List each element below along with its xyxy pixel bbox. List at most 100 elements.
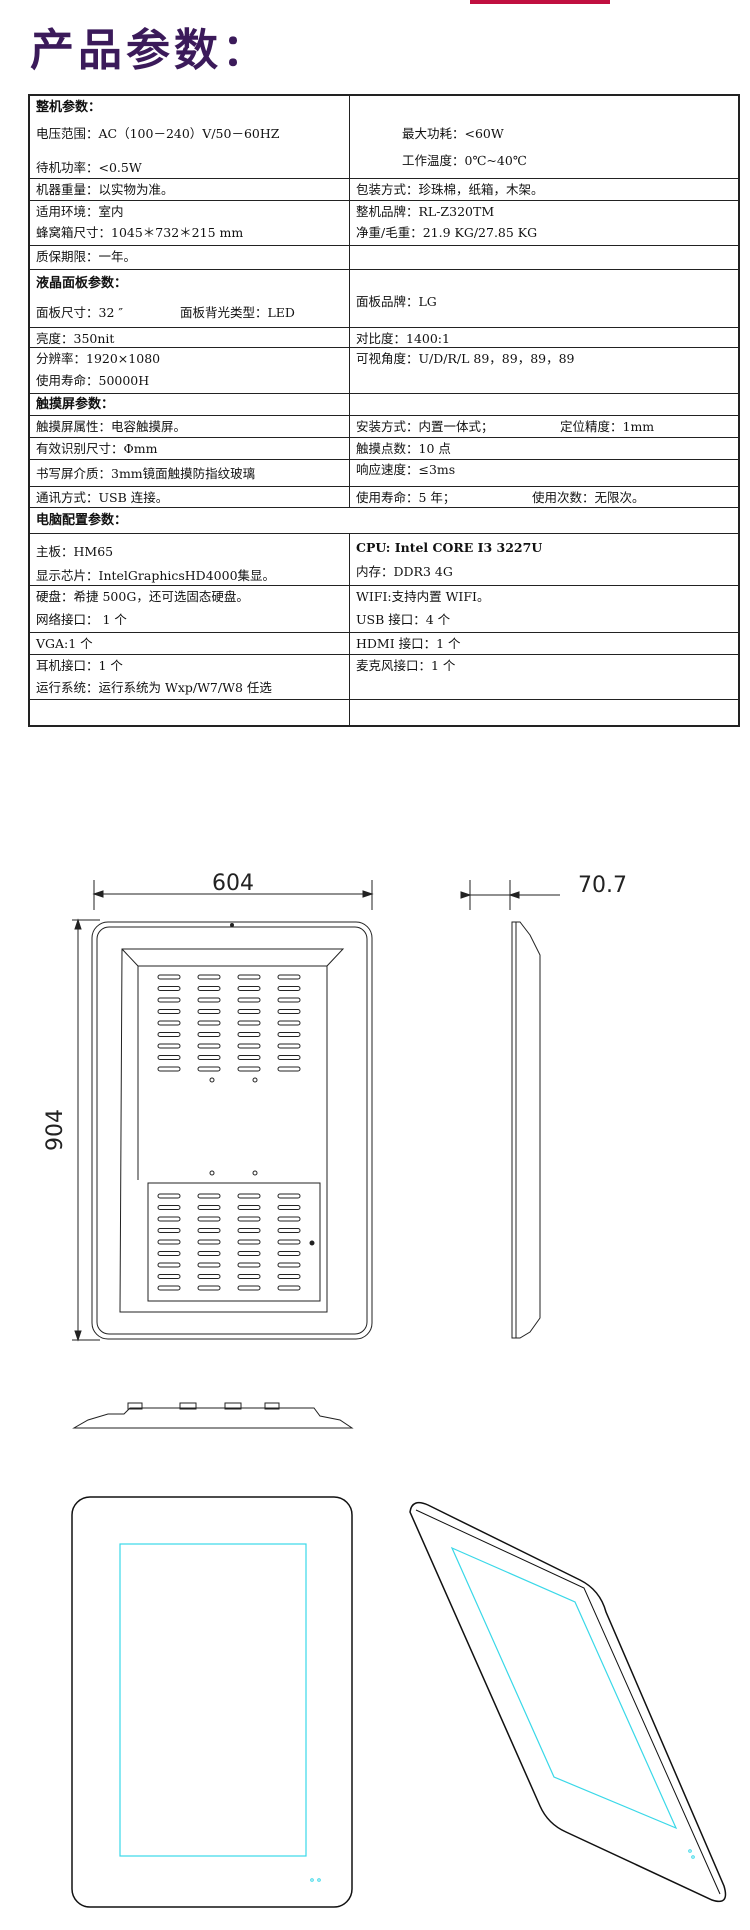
vent-slot — [237, 986, 261, 991]
vent-slot — [197, 1205, 221, 1210]
spec-cell: 耳机接口：1 个 运行系统：运行系统为 Wxp/W7/W8 任选 — [30, 655, 350, 699]
vent-slot — [157, 1066, 181, 1072]
spec-touch-response: 响应速度：≤3ms — [356, 462, 456, 477]
vent-slot — [197, 1066, 221, 1072]
vent-slot — [197, 997, 221, 1003]
spec-cell: 主板：HM65 显示芯片：IntelGraphicsHD4000集显。 — [30, 534, 350, 585]
spec-panel-size: 面板尺寸：32 ″ — [36, 305, 124, 320]
vent-slot — [277, 1285, 301, 1291]
vent-slot — [237, 1239, 261, 1245]
spec-row: 电脑配置参数： — [30, 508, 738, 534]
spec-pc-board: 主板：HM65 — [36, 544, 114, 559]
section-heading-touch: 触摸屏参数： — [30, 394, 350, 415]
vent-slot — [157, 1251, 181, 1256]
vent-slot — [237, 1262, 261, 1268]
spec-row: 触摸屏参数： — [30, 394, 738, 416]
spec-empty-cell — [30, 700, 350, 725]
spec-pc-cpu: CPU: Intel CORE I3 3227U — [356, 540, 543, 555]
spec-pc-mic: 麦克风接口：1 个 — [356, 658, 456, 673]
vent-slot — [197, 1193, 221, 1199]
vent-slot — [277, 1274, 301, 1279]
spec-net-gross: 净重/毛重：21.9 KG/27.85 KG — [356, 224, 538, 240]
spec-pc-os: 运行系统：运行系统为 Wxp/W7/W8 任选 — [36, 679, 272, 695]
vent-slot — [197, 1262, 221, 1268]
spec-touch-comm: 通讯方式：USB 连接。 — [30, 487, 350, 507]
spec-environment: 适用环境：室内 — [36, 204, 124, 219]
vent-slot — [277, 1262, 301, 1268]
vent-slot — [157, 986, 181, 991]
spec-max-power: 最大功耗：<60W — [402, 126, 504, 141]
vent-slot — [197, 1055, 221, 1060]
vent-slot — [157, 1193, 181, 1199]
spec-standby-power: 待机功率：<0.5W — [36, 160, 142, 175]
vent-slot — [157, 997, 181, 1003]
vent-slot — [197, 1239, 221, 1245]
spec-row-lcd-1: 液晶面板参数： 面板尺寸：32 ″ 面板背光类型：LED 面板品牌：LG — [30, 270, 738, 328]
spec-row: 耳机接口：1 个 运行系统：运行系统为 Wxp/W7/W8 任选 麦克风接口：1… — [30, 655, 738, 700]
spec-row: 机器重量：以实物为准。 包装方式：珍珠棉，纸箱，木架。 — [30, 179, 738, 201]
vent-slot — [197, 1228, 221, 1233]
spec-packing: 包装方式：珍珠棉，纸箱，木架。 — [356, 182, 544, 197]
spec-panel-brand: 面板品牌：LG — [356, 294, 437, 309]
section-heading-lcd: 液晶面板参数： — [36, 276, 128, 291]
page-title: 产品参数： — [30, 25, 270, 76]
height-dimension-label: 904 — [43, 1109, 68, 1151]
spec-backlight: 面板背光类型：LED — [180, 305, 295, 320]
vent-slot — [277, 1055, 301, 1060]
vent-slot — [237, 1020, 261, 1026]
vent-slot — [237, 1055, 261, 1060]
vent-slot — [237, 1032, 261, 1037]
spec-cell: 整机品牌：RL-Z320TM 净重/毛重：21.9 KG/27.85 KG — [350, 201, 738, 245]
vent-slot — [237, 1251, 261, 1256]
spec-brightness: 亮度：350nit — [30, 328, 350, 347]
spec-weight: 机器重量：以实物为准。 — [30, 179, 350, 200]
vent-slot — [237, 974, 261, 980]
vent-slot — [237, 1216, 261, 1222]
spec-row-whole-1: 整机参数： 电压范围：AC（100－240）V/50－60HZ 待机功率：<0.… — [30, 96, 738, 179]
front-render — [71, 1496, 353, 1908]
spec-touch-count: 使用次数：无限次。 — [532, 490, 645, 505]
vent-grid-bottom — [157, 1193, 301, 1291]
vent-slot — [197, 1274, 221, 1279]
vent-slot — [157, 1228, 181, 1233]
spec-viewing-angle: 可视角度：U/D/R/L 89，89，89，89 — [356, 351, 575, 366]
spec-pc-hdd: 硬盘：希捷 500G，还可选固态硬盘。 — [36, 589, 249, 604]
vent-slot — [157, 974, 181, 980]
vent-slot — [277, 1205, 301, 1210]
vent-slot — [157, 1239, 181, 1245]
spec-row: 书写屏介质：3mm镜面触摸防指纹玻璃 响应速度：≤3ms — [30, 460, 738, 487]
vent-slot — [157, 1216, 181, 1222]
vent-slot — [277, 1251, 301, 1256]
vent-slot — [277, 986, 301, 991]
spec-cell: 最大功耗：<60W 工作温度：0℃~40℃ — [350, 96, 738, 178]
spec-row: 主板：HM65 显示芯片：IntelGraphicsHD4000集显。 CPU:… — [30, 534, 738, 586]
spec-pc-wifi: WIFI:支持内置 WIFI。 — [356, 589, 490, 604]
vent-slot — [197, 1285, 221, 1291]
vent-slot — [157, 1205, 181, 1210]
vent-slot — [197, 1043, 221, 1049]
vent-slot — [237, 1009, 261, 1014]
depth-dimension-label: 70.7 — [578, 873, 627, 898]
spec-row: VGA:1 个 HDMI 接口：1 个 — [30, 633, 738, 655]
spec-row: 触摸屏属性：电容触摸屏。 安装方式：内置一体式； 定位精度：1mm — [30, 416, 738, 438]
spec-warranty: 质保期限：一年。 — [30, 246, 350, 269]
vent-slot — [157, 1043, 181, 1049]
vent-slot — [237, 1043, 261, 1049]
spec-touch-min-size: 有效识别尺寸：Φmm — [30, 438, 350, 459]
spec-contrast: 对比度：1400:1 — [356, 331, 450, 346]
vent-slot — [237, 997, 261, 1003]
spec-touch-medium: 书写屏介质：3mm镜面触摸防指纹玻璃 — [30, 460, 350, 486]
spec-row: 分辨率：1920×1080 使用寿命：50000H 可视角度：U/D/R/L 8… — [30, 348, 738, 394]
vent-slot — [157, 1020, 181, 1026]
spec-cell: CPU: Intel CORE I3 3227U 内存：DDR3 4G — [350, 534, 738, 585]
spec-pc-earphone: 耳机接口：1 个 — [36, 658, 123, 673]
spec-touch-type: 触摸屏属性：电容触摸屏。 — [30, 416, 350, 437]
spec-cell: 整机参数： 电压范围：AC（100－240）V/50－60HZ 待机功率：<0.… — [30, 96, 350, 178]
section-heading-pc: 电脑配置参数： — [36, 513, 128, 528]
vent-slot — [197, 1216, 221, 1222]
width-dimension — [92, 880, 374, 910]
vent-slot — [197, 1251, 221, 1256]
vent-slot — [277, 1228, 301, 1233]
vent-slot — [237, 1285, 261, 1291]
